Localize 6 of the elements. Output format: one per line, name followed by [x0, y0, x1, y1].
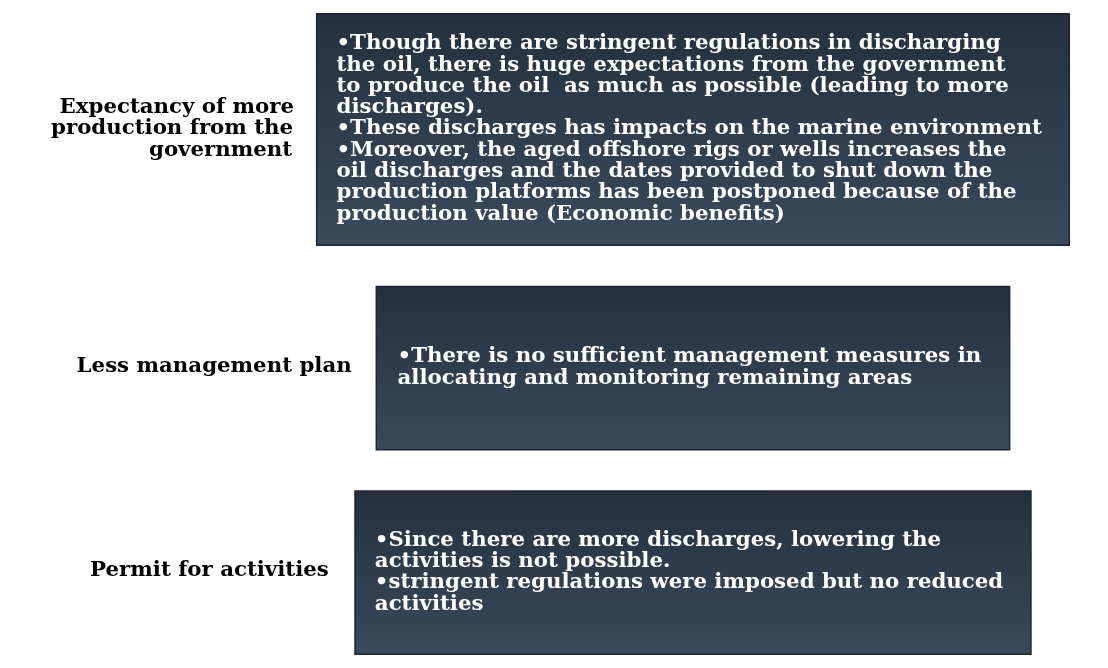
node-label: Expectancy of more production from the government: [50, 93, 294, 161]
node-label: Permit for activities: [89, 556, 329, 582]
node-box: •Since there are more discharges, lowering the activities is not possible. •stringent regulations were imposed but no reduced activities: [353, 490, 1032, 655]
node-label: Less management plan: [76, 351, 352, 377]
node-box: •There is no sufficient management measures in allocating and monitoring remaining areas: [375, 285, 1010, 451]
node-box: •Though there are stringent regulations in discharging the oil, there is huge expectations from the government to produce the oil as much as possible (leading to more discharges). •These discharges has impacts on the marine environment •Moreover, the aged offshore rigs or wells increases the oil discharges and the dates provided to shut down the production platforms has been postponed because of the production value (Economic benefits): [315, 13, 1070, 246]
